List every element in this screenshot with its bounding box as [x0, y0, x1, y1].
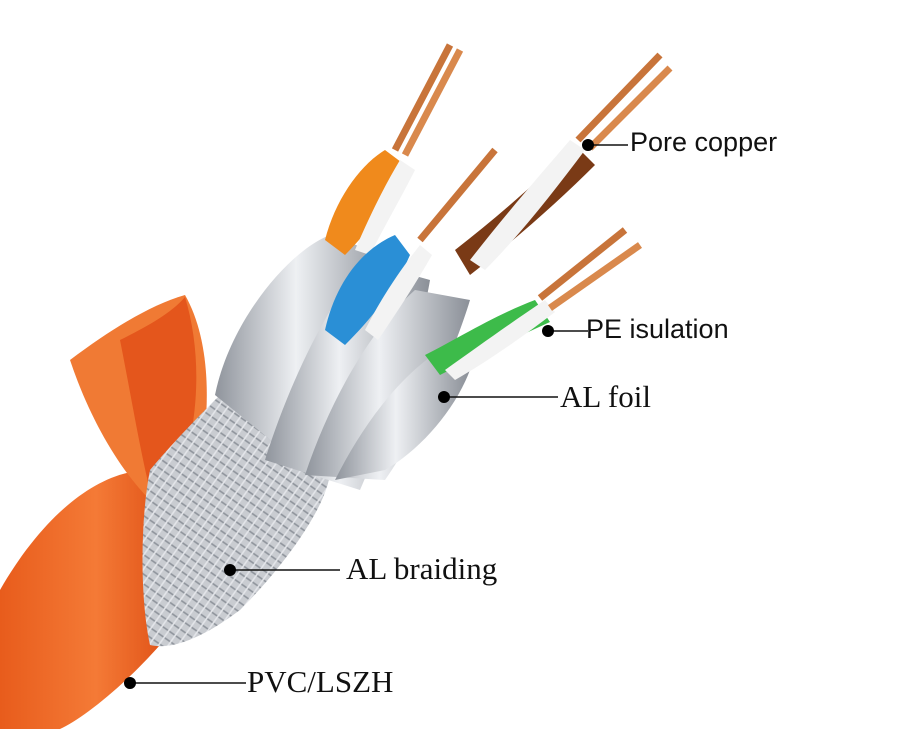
leader-pvc-lszh	[124, 677, 246, 689]
label-pvc-lszh: PVC/LSZH	[247, 664, 394, 699]
leader-al-foil	[438, 391, 558, 403]
orange-pair	[325, 43, 464, 255]
pvc-jacket	[0, 470, 160, 729]
label-al-foil: AL foil	[560, 379, 651, 414]
brown-pair	[455, 52, 673, 275]
green-pair	[425, 227, 643, 380]
label-pore-copper: Pore copper	[630, 127, 778, 157]
label-al-braiding: AL braiding	[346, 551, 498, 586]
leader-pe-insulation	[542, 325, 588, 337]
leader-al-braiding	[224, 564, 340, 576]
blue-pair	[325, 147, 498, 345]
leader-pore-copper	[582, 139, 628, 151]
label-pe-insulation: PE isulation	[586, 314, 729, 344]
